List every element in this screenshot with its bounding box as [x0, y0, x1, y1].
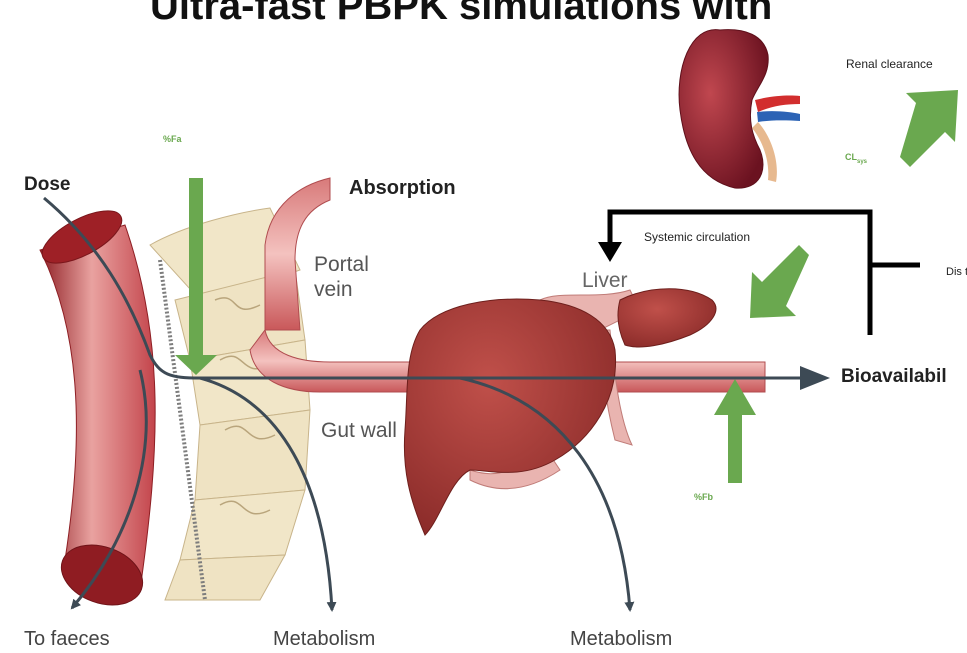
fraction-bioavailable-label: %Fb — [694, 492, 713, 502]
liver-illustration — [404, 289, 716, 535]
liver-metabolism-label: Metabolism — [570, 628, 672, 651]
bioavailability-label: Bioavailabil — [841, 366, 947, 388]
fraction-absorbed-label: %Fa — [163, 134, 182, 144]
gut-wall-label: Gut wall — [321, 418, 401, 443]
clearance-label: CLsys — [845, 152, 867, 165]
absorption-label: Absorption — [349, 177, 456, 200]
portal-vein-label: Portal vein — [314, 252, 394, 302]
to-faeces-label: To faeces — [24, 628, 110, 651]
clearance-text: CL — [845, 152, 857, 162]
gut-tube-illustration — [35, 200, 155, 615]
page-title: Ultra-fast PBPK simulations with — [150, 0, 772, 29]
liver-label: Liver — [582, 269, 628, 293]
systemic-circulation-label: Systemic circulation — [644, 230, 750, 244]
distribution-label: Dis tiss — [946, 266, 967, 279]
dose-label: Dose — [24, 174, 70, 196]
renal-clearance-label: Renal clearance — [846, 57, 933, 71]
bioavailability-arrowhead — [800, 366, 830, 390]
systemic-circulation-arrowhead — [598, 242, 622, 262]
kidney-illustration — [679, 30, 800, 189]
clearance-subscript: sys — [857, 159, 867, 165]
gut-metabolism-label: Metabolism — [273, 628, 375, 651]
